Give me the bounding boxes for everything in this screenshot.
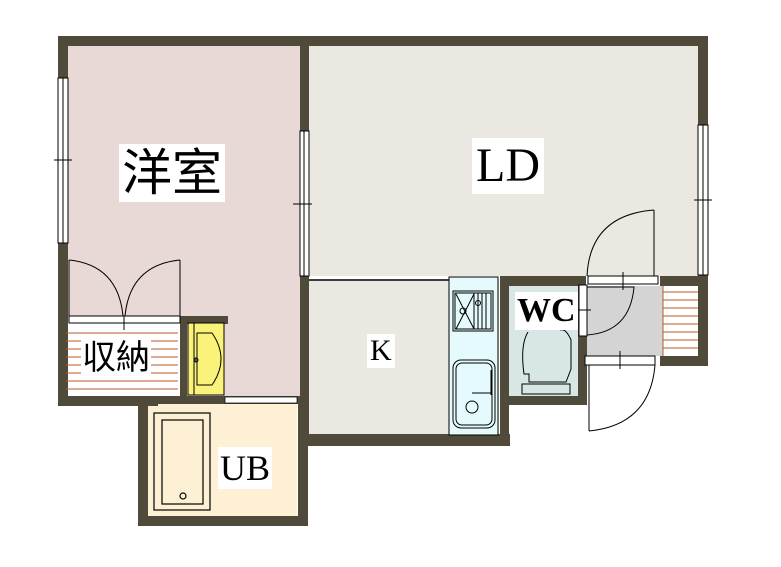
ld-entrance-door[interactable] [586, 209, 659, 290]
front-door[interactable] [584, 351, 656, 432]
storage-label: 収納 [81, 338, 151, 378]
sink-icon [452, 359, 496, 429]
toilet-door[interactable] [574, 284, 635, 337]
unit-bath-label: UB [218, 447, 273, 489]
washbasin-icon [187, 322, 225, 396]
window-east[interactable] [694, 124, 712, 276]
living-dining-label: LD [472, 138, 544, 194]
stove-icon [452, 290, 494, 332]
western-room-label: 洋室 [119, 144, 225, 202]
kitchen-label: K [367, 334, 395, 368]
shoe-cabinet [662, 286, 698, 356]
window-west[interactable] [54, 77, 72, 244]
bathtub-icon [153, 412, 211, 511]
toilet-label: WC [515, 292, 578, 330]
bathroom-door[interactable] [224, 396, 298, 404]
toilet-icon [521, 329, 572, 395]
window-interior[interactable] [293, 130, 312, 277]
closet-doors[interactable] [68, 259, 181, 330]
entrance-floor [587, 286, 663, 356]
